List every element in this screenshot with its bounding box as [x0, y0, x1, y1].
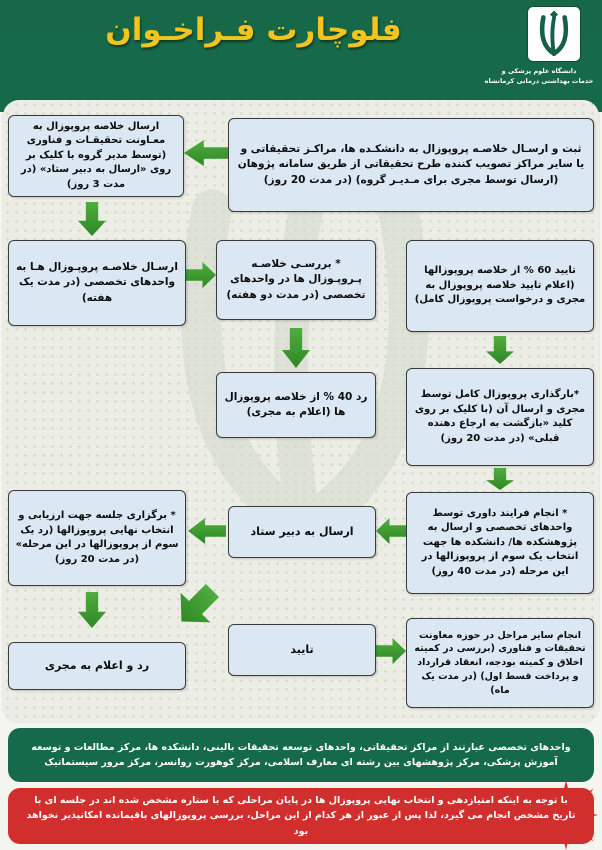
flow-step-review-by-units: * بررسـی خلاصـه پـروپـوزال ها در واحدهای…	[216, 240, 376, 320]
flow-step-approve-60-percent: تایید 60 % از خلاصه پروپوزالها (اعلام تا…	[406, 240, 594, 332]
flow-step-other-stages: انجام سایر مراحل در حوزه معاونت تحقیقات …	[406, 618, 594, 708]
specialized-units-text: واحدهای تخصصی عبارتند از مراکز تحقیقاتی،…	[31, 741, 571, 768]
flow-step-reject-40-percent: رد 40 % از خلاصه پروپوزال ها (اعلام به م…	[216, 372, 376, 438]
flow-step-reject-and-announce: رد و اعلام به مجری	[8, 642, 186, 690]
star-warning-note: با توجه به اینکه امتیازدهی و انتخاب نهای…	[8, 780, 598, 850]
flow-step-approve: تایید	[228, 624, 376, 676]
star-warning-text: با توجه به اینکه امتیازدهی و انتخاب نهای…	[26, 795, 576, 837]
page-title: فلوچارت فـراخـوان	[105, 12, 402, 48]
flow-step-send-to-units: ارسـال خلاصـه پروپـوزال هـا به واحدهای ت…	[8, 240, 186, 326]
header: فلوچارت فـراخـوان دانشگاه علوم پزشکی و خ…	[0, 0, 602, 112]
university-emblem-icon	[535, 11, 573, 57]
flow-step-final-evaluation-session: * برگزاری جلسه جهت ارزیابی و انتخاب نهای…	[8, 490, 186, 586]
specialized-units-note: واحدهای تخصصی عبارتند از مراکز تحقیقاتی،…	[8, 728, 594, 782]
flow-step-send-to-secretary: ارسال به دبیر ستاد	[228, 506, 376, 558]
flow-step-judging-process: * انجام فرایند داوری توسط واحدهای تخصصی …	[406, 492, 594, 594]
university-name-line1: دانشگاه علوم پزشکی و	[501, 67, 577, 75]
university-logo	[527, 6, 581, 62]
university-name: دانشگاه علوم پزشکی و خدمات بهداشتی درمان…	[478, 66, 600, 87]
flow-step-register-proposal: ثبت و ارسـال خلاصـه پروپوزال به دانشکـده…	[228, 118, 594, 212]
flow-step-send-to-deputy: ارسال خلاصه پروپوزال به معـاونت تحقیقـات…	[8, 115, 184, 197]
flow-step-upload-full-proposal: *بارگذاری پروپوزال کامل توسط مجری و ارسا…	[406, 368, 594, 466]
university-name-line2: خدمات بهداشتی درمانی کرمانشاه	[484, 77, 594, 86]
